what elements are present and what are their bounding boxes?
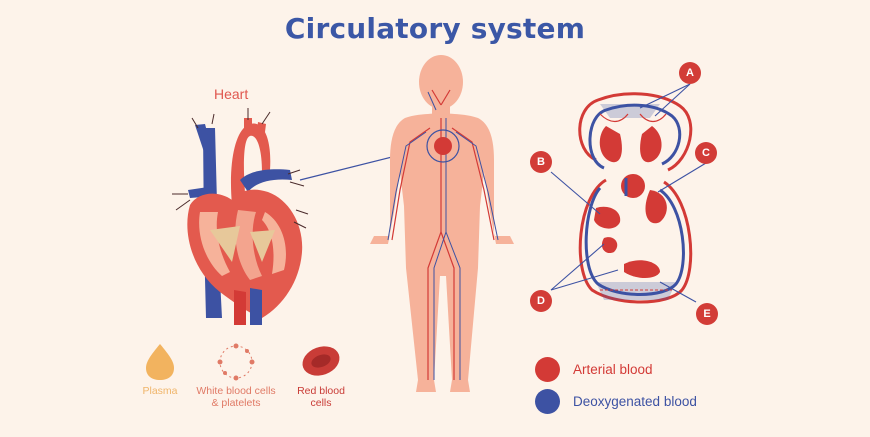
legend-arterial-label: Arterial blood — [573, 362, 653, 377]
deoxygenated-swatch — [535, 389, 560, 414]
red-blood-cells-label-line1: Red blood — [297, 385, 345, 397]
legend-arterial: Arterial blood — [535, 357, 653, 382]
callout-d: D — [530, 290, 552, 312]
legend-deoxygenated-label: Deoxygenated blood — [573, 394, 697, 409]
callout-c: C — [695, 142, 717, 164]
heart-label: Heart — [214, 86, 249, 102]
callout-e: E — [696, 303, 718, 325]
page-title: Circulatory system — [284, 12, 586, 45]
white-blood-cells-label-line2: & platelets — [211, 397, 261, 409]
red-blood-cells-label-line2: cells — [310, 397, 332, 409]
body-silhouette — [370, 55, 514, 392]
legend-deoxygenated: Deoxygenated blood — [535, 389, 697, 414]
red-blood-cell-icon — [302, 346, 340, 376]
plasma-icon — [146, 344, 174, 380]
white-blood-cells-label-line1: White blood cells — [196, 385, 276, 397]
white-blood-cells-icon — [217, 343, 255, 381]
callout-b: B — [530, 151, 552, 173]
arterial-swatch — [535, 357, 560, 382]
white-blood-cells-label: White blood cells & platelets — [190, 385, 282, 409]
heart-illustration — [172, 108, 309, 325]
callout-a: A — [679, 62, 701, 84]
plasma-label: Plasma — [142, 385, 178, 397]
circulation-loop — [550, 83, 707, 304]
red-blood-cells-label: Red blood cells — [288, 385, 354, 409]
